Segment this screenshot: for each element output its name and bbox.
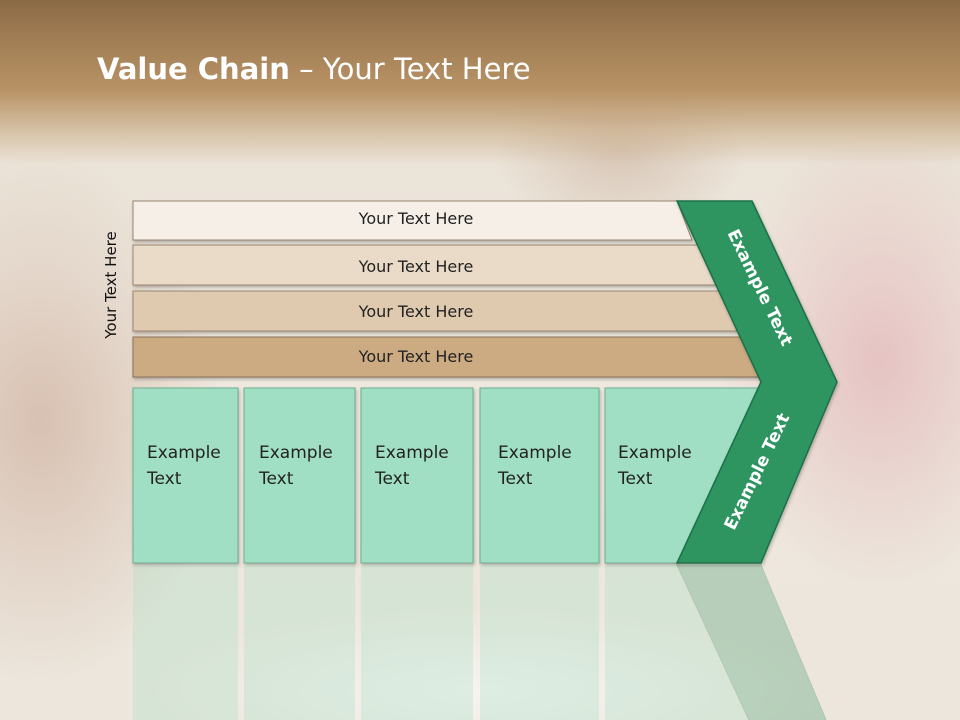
primary-box-3[interactable]: Example Text: [360, 387, 474, 564]
primary-box-2[interactable]: Example Text: [243, 387, 356, 564]
slide-title: Value Chain – Your Text Here: [97, 52, 531, 86]
support-bar-label: Your Text Here: [358, 347, 474, 366]
primary-box-label-line2: Text: [497, 469, 533, 489]
primary-box-5[interactable]: Example Text: [604, 387, 762, 564]
title-rest-part: – Your Text Here: [289, 52, 531, 86]
primary-box-label-line2: Text: [146, 469, 182, 489]
primary-box-label-line2: Text: [617, 469, 653, 489]
title-banner: [0, 0, 960, 165]
support-bar-1[interactable]: Your Text Here: [132, 200, 693, 241]
primary-box-label-line2: Text: [258, 469, 294, 489]
support-bar-label: Your Text Here: [358, 209, 474, 228]
title-bold-part: Value Chain: [97, 52, 290, 86]
primary-box-label-line1: Example: [498, 443, 572, 463]
primary-box-label-line1: Example: [259, 443, 333, 463]
primary-box-label-line1: Example: [375, 443, 449, 463]
primary-box-1[interactable]: Example Text: [132, 387, 239, 564]
primary-box-label-line1: Example: [147, 443, 221, 463]
support-bar-3[interactable]: Your Text Here: [132, 290, 739, 332]
support-bar-label: Your Text Here: [358, 302, 474, 321]
primary-box-4[interactable]: Example Text: [479, 387, 600, 564]
support-bar-label: Your Text Here: [358, 257, 474, 276]
primary-box-label-line1: Example: [618, 443, 692, 463]
diagram-reflection: [133, 564, 827, 720]
support-bar-4[interactable]: Your Text Here: [132, 336, 763, 378]
support-bar-2[interactable]: Your Text Here: [132, 244, 717, 286]
primary-box-label-line2: Text: [374, 469, 410, 489]
